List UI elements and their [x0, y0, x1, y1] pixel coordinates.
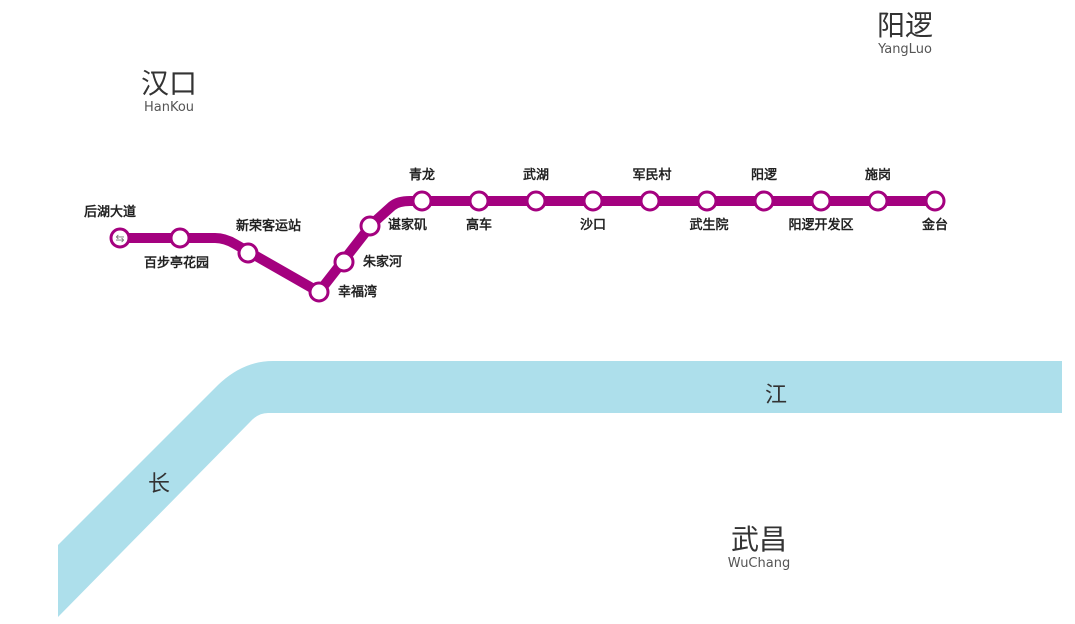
station-label[interactable]: 高车	[466, 218, 493, 233]
district-wuchang-zh: 武昌	[730, 523, 787, 556]
station-dot[interactable]	[810, 190, 832, 212]
district-yangluo-zh: 阳逻	[876, 9, 933, 42]
station-dot[interactable]	[525, 190, 547, 212]
station-dot[interactable]	[169, 227, 191, 249]
station-dot[interactable]	[468, 190, 490, 212]
river-label-chang: 长	[148, 472, 171, 497]
station-dot[interactable]	[359, 215, 381, 237]
station-label[interactable]: 后湖大道	[84, 205, 137, 220]
station-dot[interactable]	[696, 190, 718, 212]
station-label[interactable]: 武生院	[689, 218, 729, 233]
station-label[interactable]: 阳逻	[751, 168, 778, 183]
district-wuchang: 武昌 WuChang	[709, 524, 809, 572]
station-dot[interactable]	[867, 190, 889, 212]
station-dot[interactable]	[924, 190, 946, 212]
yangtze-river	[58, 361, 1062, 617]
station-dot[interactable]	[333, 251, 355, 273]
district-hankou-en: HanKou	[143, 100, 195, 115]
transfer-station-icon[interactable]	[109, 227, 131, 249]
station-label[interactable]: 新荣客运站	[236, 219, 302, 234]
district-yangluo: 阳逻 YangLuo	[855, 10, 955, 58]
station-label[interactable]: 谌家矶	[388, 218, 428, 233]
river-label-jiang: 江	[765, 383, 788, 408]
station-dot[interactable]	[753, 190, 775, 212]
station-label[interactable]: 青龙	[409, 168, 436, 183]
stations: ⇆	[109, 190, 946, 303]
station-label[interactable]: 武湖	[523, 168, 550, 183]
station-dot[interactable]	[582, 190, 604, 212]
station-label[interactable]: 施岗	[865, 168, 892, 183]
station-label[interactable]: 沙口	[580, 218, 607, 233]
transfer-arrows-icon: ⇆	[115, 232, 124, 245]
station-dot[interactable]	[639, 190, 661, 212]
station-label[interactable]: 金台	[922, 218, 949, 233]
station-dot[interactable]	[308, 281, 330, 303]
district-wuchang-en: WuChang	[727, 556, 791, 571]
station-dot[interactable]	[411, 190, 433, 212]
district-hankou-zh: 汉口	[140, 67, 197, 100]
district-yangluo-en: YangLuo	[878, 42, 932, 57]
station-label[interactable]: 朱家河	[363, 255, 403, 270]
station-dot[interactable]	[237, 242, 259, 264]
station-label[interactable]: 幸福湾	[338, 285, 378, 300]
station-label[interactable]: 阳逻开发区	[788, 218, 854, 233]
district-hankou: 汉口 HanKou	[119, 68, 219, 116]
station-label[interactable]: 百步亭花园	[144, 256, 210, 271]
station-label[interactable]: 军民村	[632, 168, 672, 183]
